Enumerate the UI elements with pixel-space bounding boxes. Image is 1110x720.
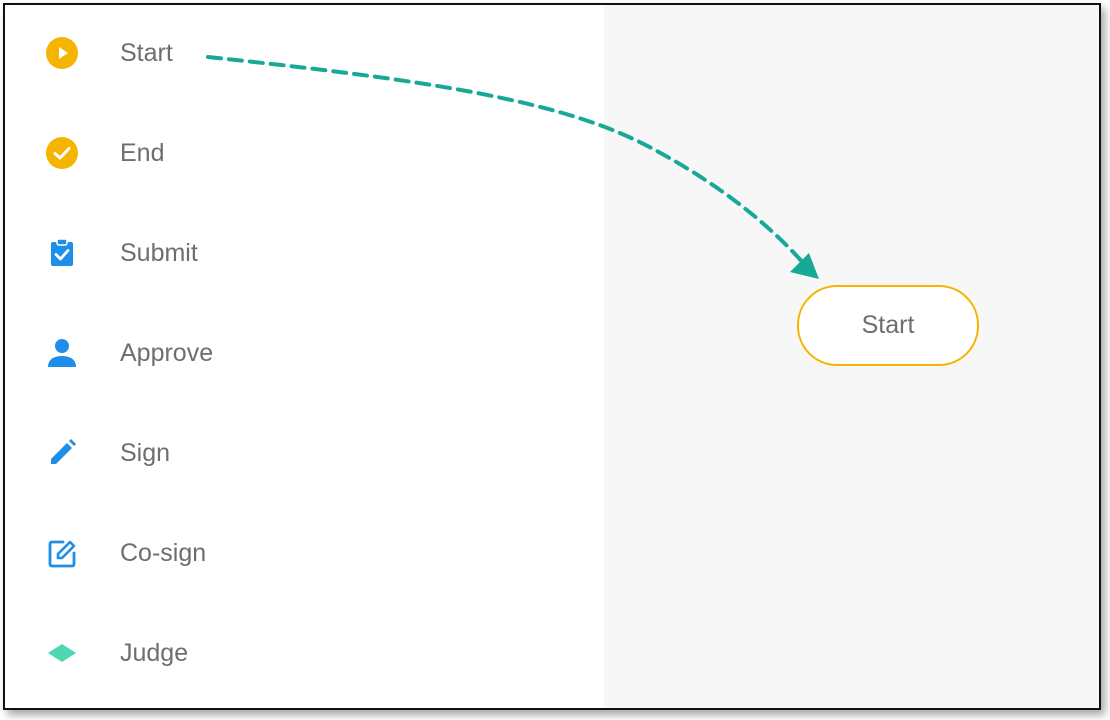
edit-square-icon bbox=[46, 537, 78, 569]
person-icon bbox=[46, 337, 78, 369]
palette-item-label: End bbox=[120, 139, 165, 167]
node-palette: Start End Submit bbox=[5, 5, 604, 708]
start-node-label: Start bbox=[861, 311, 915, 339]
diamond-icon bbox=[46, 637, 78, 669]
palette-item-label: Co-sign bbox=[120, 539, 207, 567]
palette-item-cosign[interactable]: Co-sign bbox=[5, 522, 604, 582]
clipboard-check-icon bbox=[46, 237, 78, 269]
pencil-icon bbox=[46, 437, 78, 469]
palette-item-start[interactable]: Start bbox=[5, 22, 604, 82]
palette-item-label: Approve bbox=[120, 339, 214, 367]
play-circle-icon bbox=[46, 37, 78, 69]
palette-item-label: Judge bbox=[120, 639, 189, 667]
canvas-start-node[interactable]: Start bbox=[797, 285, 979, 366]
flow-canvas[interactable]: Start bbox=[604, 5, 1099, 708]
palette-item-approve[interactable]: Approve bbox=[5, 322, 604, 382]
palette-item-label: Submit bbox=[120, 239, 198, 267]
palette-item-submit[interactable]: Submit bbox=[5, 222, 604, 282]
palette-item-label: Sign bbox=[120, 439, 171, 467]
palette-item-label: Start bbox=[120, 39, 173, 67]
palette-item-sign[interactable]: Sign bbox=[5, 422, 604, 482]
workflow-editor: Start End Submit bbox=[3, 3, 1101, 710]
palette-item-end[interactable]: End bbox=[5, 122, 604, 182]
check-circle-icon bbox=[46, 137, 78, 169]
palette-item-judge[interactable]: Judge bbox=[5, 622, 604, 682]
